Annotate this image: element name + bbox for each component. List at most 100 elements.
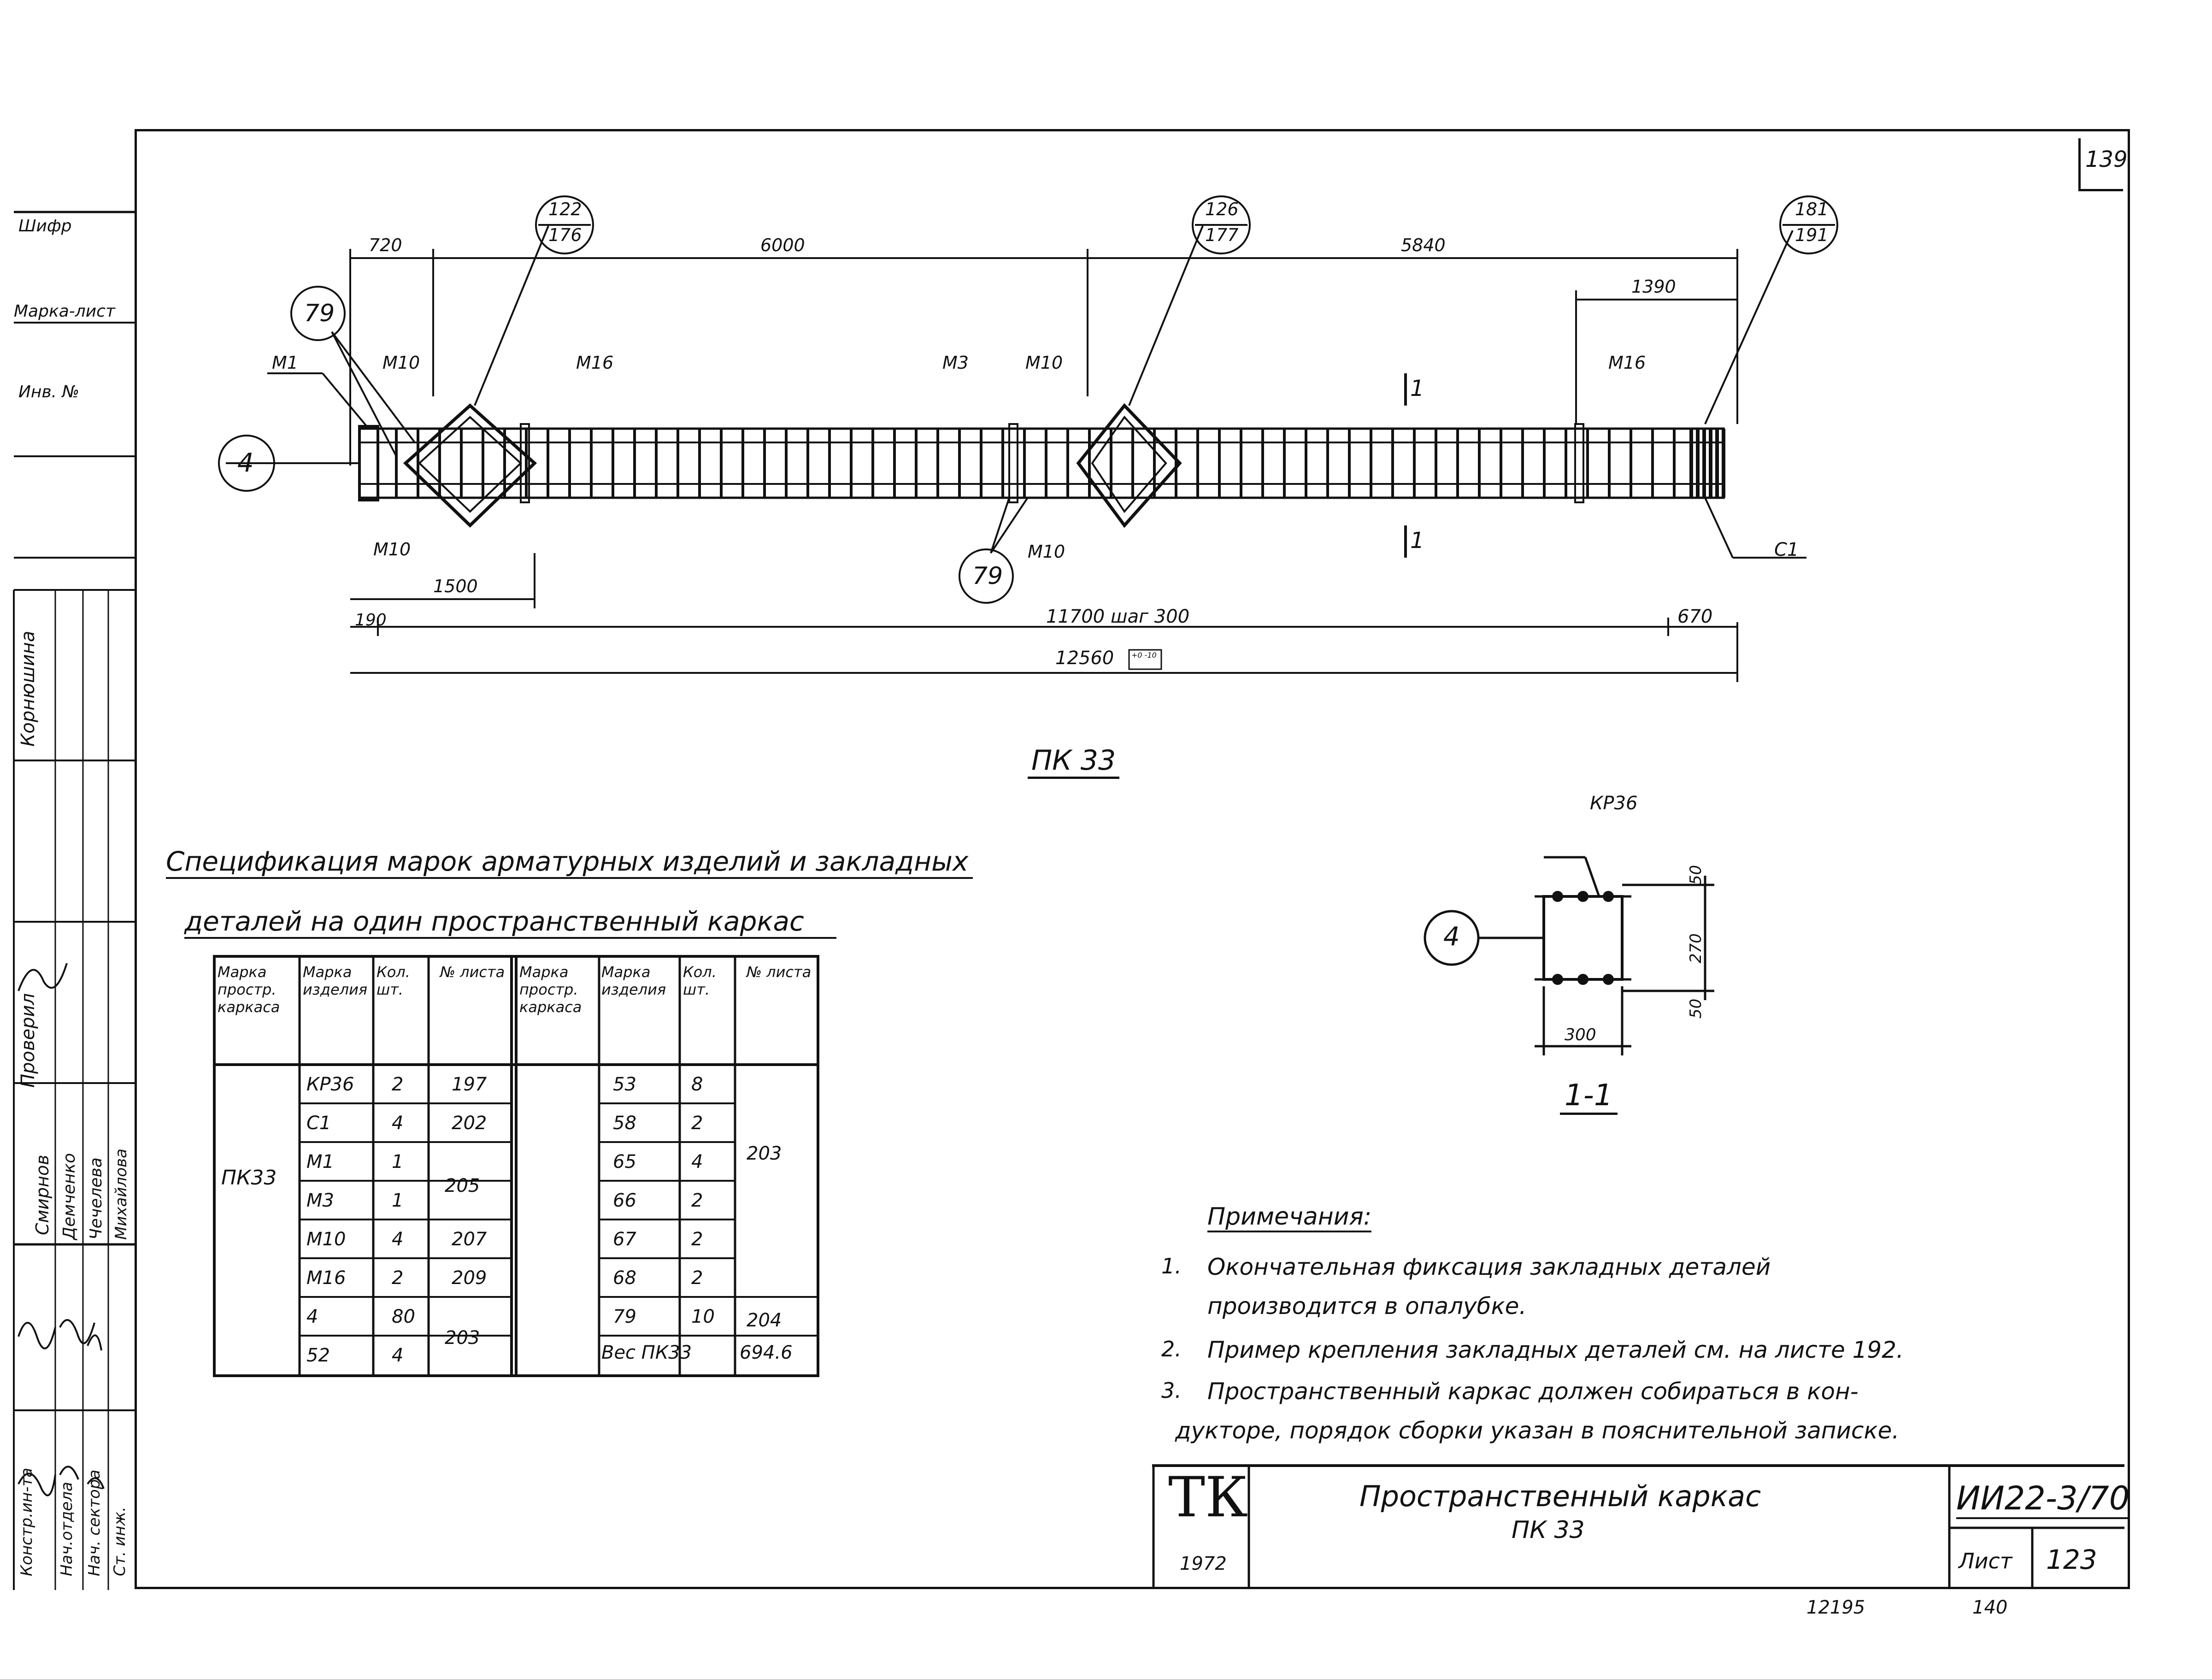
callout-2-top: 126 [1205,199,1239,219]
spec-right-cell: 8 [691,1074,703,1095]
spec-right-cell: 67 [613,1229,636,1250]
cage-elevation [218,195,1838,682]
note-number: 1. [1161,1254,1182,1278]
title-year: 1972 [1180,1553,1227,1574]
drawing-frame [135,129,2130,1589]
footer-left: 12195 [1806,1597,1865,1618]
note-line: Пространственный каркас должен собиратьс… [1207,1378,1859,1405]
stamp-role-0: Констр.ин-та [18,1467,36,1576]
stamp-checked: Проверил [18,993,39,1088]
spec-header-2: Кол. шт. [377,963,410,998]
callout-2-bottom: 177 [1205,225,1239,245]
spec-left-cell: 4 [392,1113,404,1134]
spec-left-cell: 207 [452,1229,487,1250]
label-c1: С1 [1774,539,1799,560]
label-m10-a: М10 [382,353,420,373]
dim-6000: 6000 [760,235,805,255]
section-dim-300: 300 [1565,1025,1596,1044]
spec-left-cell: 1 [392,1151,404,1172]
spec-left-cell: М3 [306,1190,334,1211]
section-title: 1-1 [1560,1078,1618,1115]
callout-1-top: 122 [548,199,582,219]
spec-left-cell: 4 [392,1229,404,1250]
note-line: Окончательная фиксация закладных деталей [1207,1254,1771,1280]
stamp-name-1: Демченко [60,1153,79,1240]
spec-karkas: ПК33 [221,1166,277,1190]
callout-3-top: 181 [1795,199,1829,219]
spec-left-cell: 4 [392,1345,404,1366]
title-sheet-no: 123 [2046,1544,2097,1575]
label-m10-c: М10 [1025,353,1063,373]
label-m10-d: М10 [1028,542,1065,562]
spec-table-grid [213,955,819,1377]
spec-left-cell: М1 [306,1151,334,1172]
stamp-field-inv: Инв. № [18,383,80,401]
callout-1-bottom: 176 [548,225,582,245]
dim-670: 670 [1677,606,1713,627]
tolerance: +0 -10 [1131,651,1157,660]
stamp-role-2: Нач. сектора [85,1469,104,1576]
spec-header-1: Марка изделия [303,963,368,998]
title-main: Пространственный каркас [1359,1479,1761,1513]
note-line: дукторе, порядок сборки указан в пояснит… [1175,1417,1900,1444]
title-sub: ПК 33 [1512,1516,1585,1544]
note-number: 2. [1161,1337,1182,1361]
spec-left-cell: 2 [392,1267,404,1289]
spec-right-cell: 2 [691,1190,703,1211]
stamp-name-0: Смирнов [32,1155,53,1235]
spec-right-merged-203: 203 [747,1143,782,1164]
title-block-grid [1152,1464,2124,1587]
spec-title-1: Спецификация марок арматурных изделий и … [166,846,973,879]
spec-right-last: 204 [747,1310,782,1331]
stamp-name-3: Михайлова [112,1149,130,1240]
spec-left-cell: 1 [392,1190,404,1211]
spec-left-cell: М16 [306,1267,346,1289]
spec-header-3: № листа [440,963,505,981]
spec-left-cell: 209 [452,1267,487,1289]
label-m16-b: М16 [1608,353,1646,373]
spec-header-6: Кол. шт. [683,963,717,998]
spec-header-5: Марка изделия [601,963,666,998]
dim-1500: 1500 [433,576,478,596]
spec-left-cell: 2 [392,1074,404,1095]
pos79-label-top: 79 [304,300,335,327]
spec-left-merged-205: 205 [445,1175,480,1196]
spec-left-cell: 202 [452,1113,487,1134]
label-m1: М1 [272,353,298,373]
spec-left-cell: 197 [452,1074,487,1095]
notes-title: Примечания: [1207,1203,1372,1232]
stamp-role-1: Нач.отдела [58,1482,76,1576]
spec-left-cell: КР36 [306,1074,354,1095]
dim-1390: 1390 [1631,277,1676,297]
stamp-field-marka: Марка-лист [14,302,115,321]
spec-weight: 694.6 [740,1342,793,1363]
title-sheet-label: Лист [1959,1549,2012,1573]
stamp-field-shifr: Шифр [18,217,72,236]
note-line: производится в опалубке. [1207,1293,1527,1320]
spec-header-0: Марка простр. каркаса [218,963,280,1016]
spec-right-cell: 2 [691,1113,703,1134]
spec-right-cell: 68 [613,1267,636,1289]
spec-left-cell: 4 [306,1306,318,1327]
spec-weight-label: Вес ПК33 [601,1342,692,1363]
dim-720: 720 [369,235,402,255]
dim-190: 190 [355,611,387,630]
section-label-kr36: КР36 [1590,793,1638,814]
spec-right-cell: 65 [613,1151,636,1172]
spec-header-4: Марка простр. каркаса [519,963,582,1016]
spec-left-cell: 80 [392,1306,415,1327]
section-dim-270: 270 [1687,933,1705,963]
spec-left-cell: С1 [306,1113,331,1134]
stamp-name-2: Чечелева [87,1157,106,1240]
dim-5840: 5840 [1401,235,1446,255]
note-number: 3. [1161,1378,1182,1403]
drawing-caption: ПК 33 [1028,744,1120,779]
stamp-role-3: Ст. инж. [111,1507,129,1576]
footer-right: 140 [1972,1597,2008,1618]
section-dim-50-top: 50 [1687,865,1705,885]
label-m16-a: М16 [576,353,614,373]
left-stamp-lines [13,211,135,1590]
title-logo: ТК [1168,1466,1248,1530]
spec-title-2: деталей на один пространственный каркас [184,906,836,939]
spec-right-cell: 53 [613,1074,636,1095]
